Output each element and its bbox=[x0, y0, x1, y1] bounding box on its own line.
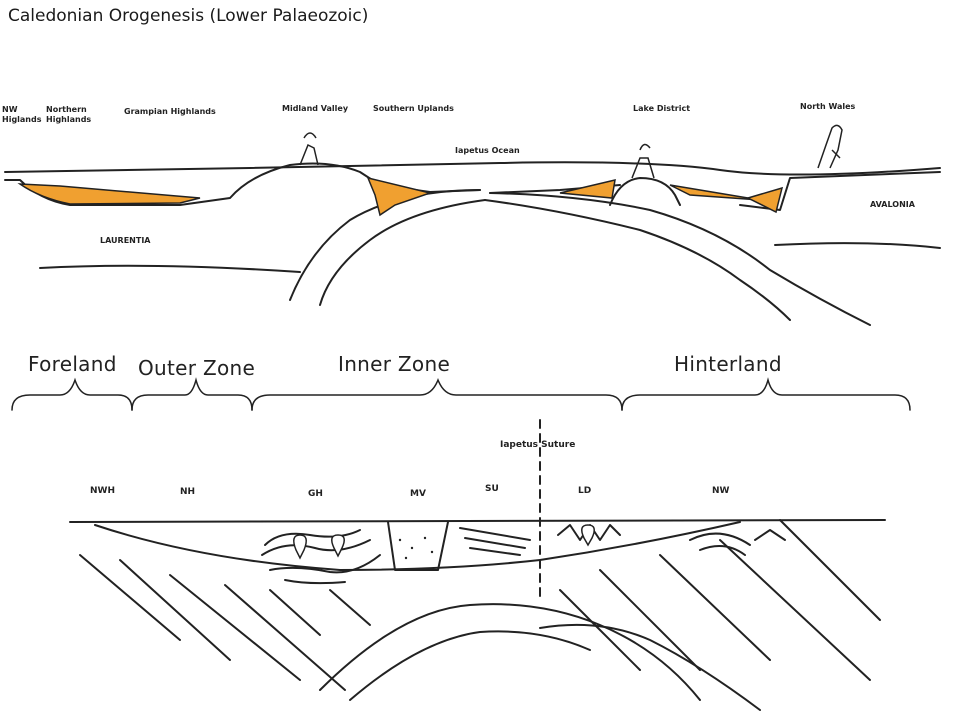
mv-dot bbox=[423, 536, 427, 540]
central-dome-outer bbox=[319, 603, 701, 701]
label-southern-uplands: Southern Uplands bbox=[373, 104, 454, 113]
label-north-wales: North Wales bbox=[800, 102, 856, 111]
label-laurentia: LAURENTIA bbox=[100, 236, 151, 245]
label-su: SU bbox=[485, 484, 499, 494]
label-nh: NH bbox=[180, 487, 196, 497]
label-iapetus-ocean: Iapetus Ocean bbox=[455, 146, 520, 155]
bottom-surface bbox=[69, 519, 886, 523]
strata-2 bbox=[119, 559, 231, 661]
mv-dot bbox=[430, 550, 434, 554]
slab-right-lower bbox=[484, 199, 791, 321]
volcano-lake-district-icon bbox=[631, 143, 655, 179]
lake-district-arc bbox=[609, 177, 681, 206]
sediment-laurentia bbox=[17, 183, 201, 205]
granite-intrusion-2-icon bbox=[331, 534, 345, 558]
slab-right-upper bbox=[489, 192, 871, 326]
strata-5 bbox=[269, 589, 321, 636]
label-nwh: NWH bbox=[90, 486, 115, 496]
strata-10 bbox=[599, 569, 701, 671]
su-folds bbox=[459, 527, 531, 556]
slab-left-lower bbox=[319, 199, 486, 306]
label-midland-valley: Midland Valley bbox=[282, 104, 349, 113]
brace-inner bbox=[251, 377, 623, 411]
label-gh: GH bbox=[308, 489, 323, 499]
strata-1 bbox=[79, 554, 181, 641]
strata-11 bbox=[559, 589, 641, 671]
brace-foreland bbox=[11, 377, 133, 411]
zone-outer: Outer Zone bbox=[138, 356, 256, 380]
label-lake-district: Lake District bbox=[633, 104, 691, 113]
zone-inner: Inner Zone bbox=[338, 352, 451, 376]
zone-foreland: Foreland bbox=[28, 352, 117, 376]
sediment-lake-district-left bbox=[559, 179, 616, 199]
figure-north-wales-icon bbox=[817, 124, 843, 169]
avalonia-surface bbox=[739, 171, 941, 211]
brace-hinterland bbox=[621, 377, 911, 411]
sediment-north-wales bbox=[745, 186, 784, 214]
mv-graben bbox=[387, 521, 449, 571]
strata-3 bbox=[169, 574, 301, 681]
nw-folds bbox=[689, 529, 786, 556]
gh-folds bbox=[261, 529, 381, 585]
strata-6 bbox=[329, 589, 371, 626]
brace-outer bbox=[131, 377, 253, 411]
avalonia-base bbox=[774, 242, 941, 249]
strata-7 bbox=[779, 519, 881, 621]
label-nw: NW bbox=[712, 486, 730, 496]
volcano-midland-valley-icon bbox=[299, 132, 319, 166]
page-title: Caledonian Orogenesis (Lower Palaeozoic) bbox=[8, 6, 369, 26]
laurentia-base bbox=[39, 264, 301, 273]
sediment-southern-uplands-left bbox=[366, 176, 433, 217]
basement-top bbox=[94, 521, 741, 571]
granite-intrusion-1-icon bbox=[293, 534, 307, 560]
sediment-lake-district-right bbox=[669, 184, 761, 201]
label-iapetus-suture: Iapetus Suture bbox=[500, 440, 576, 450]
mv-dot bbox=[398, 538, 402, 542]
strata-9 bbox=[659, 554, 771, 661]
label-ld: LD bbox=[578, 486, 592, 496]
mv-dot bbox=[410, 546, 414, 550]
label-grampian-highlands: Grampian Highlands bbox=[124, 107, 216, 116]
label-mv: MV bbox=[410, 489, 426, 499]
granite-intrusion-3-icon bbox=[581, 524, 595, 547]
central-dome-inner bbox=[349, 630, 591, 701]
sea-surface-line bbox=[4, 161, 941, 176]
mv-dot bbox=[404, 556, 408, 560]
zone-hinterland: Hinterland bbox=[674, 352, 782, 376]
strata-8 bbox=[719, 539, 871, 681]
strata-4 bbox=[224, 584, 346, 691]
central-dome-inner-2 bbox=[539, 623, 761, 711]
label-avalonia: AVALONIA bbox=[870, 200, 915, 209]
